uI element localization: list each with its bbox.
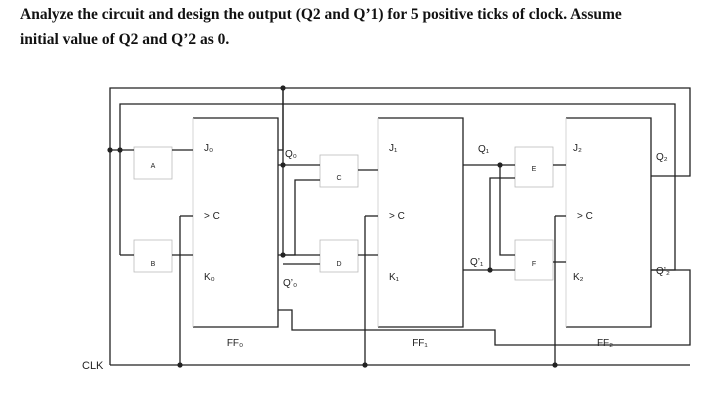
gate-e-label: E [532,166,537,173]
feedback-outer-q2 [109,87,691,365]
gate-b-label: B [151,261,156,268]
gate-f-box [514,239,554,281]
ff0-k-label: K₀ [204,272,215,283]
ff1-k-label: K₁ [389,272,400,283]
ff2-k-label: K₂ [573,272,584,283]
gate-c-box [319,154,359,188]
ff1-qbar-label: Q’₁ [470,257,484,268]
gate-a-label: A [151,163,156,170]
gate-b-box [133,239,173,273]
ff1-name-label: FF₁ [412,338,428,349]
gate-e-box [514,146,554,188]
ff0-box-frame [193,117,279,328]
ff2-box-frame [566,117,652,328]
ff0-q-label: Q₀ [285,149,297,160]
gate-c-label: C [336,175,341,182]
ff1-clk-label: > C [389,211,405,222]
question-line-1: Analyze the circuit and design the outpu… [20,6,622,23]
question-text: Analyze the circuit and design the outpu… [20,2,700,52]
ff0-name-label: FF₀ [227,338,243,349]
gate-d-label: D [336,261,341,268]
ff2-q-label: Q₂ [656,152,668,163]
ff0-j-label: J₀ [204,143,213,154]
clk-label: CLK [82,360,104,372]
ff2-qbar-label: Q’₂ [656,266,670,277]
ff0-clk-label: > C [204,211,220,222]
ff1-q-label: Q₁ [478,144,490,155]
question-line-2: initial value of Q2 and Q’2 as 0. [20,31,230,48]
ff2-name-label: FF₂ [597,338,613,349]
ff2-clk-label: > C [577,211,593,222]
ff2-j-label: J₂ [573,143,582,154]
gate-a-box [133,146,173,180]
ff1-j-label: J₁ [389,143,398,154]
gate-f-label: F [532,261,536,268]
gate-d-box [319,239,359,273]
ff0-qbar-label: Q’₀ [283,278,297,289]
ff1-box-frame [378,117,464,328]
